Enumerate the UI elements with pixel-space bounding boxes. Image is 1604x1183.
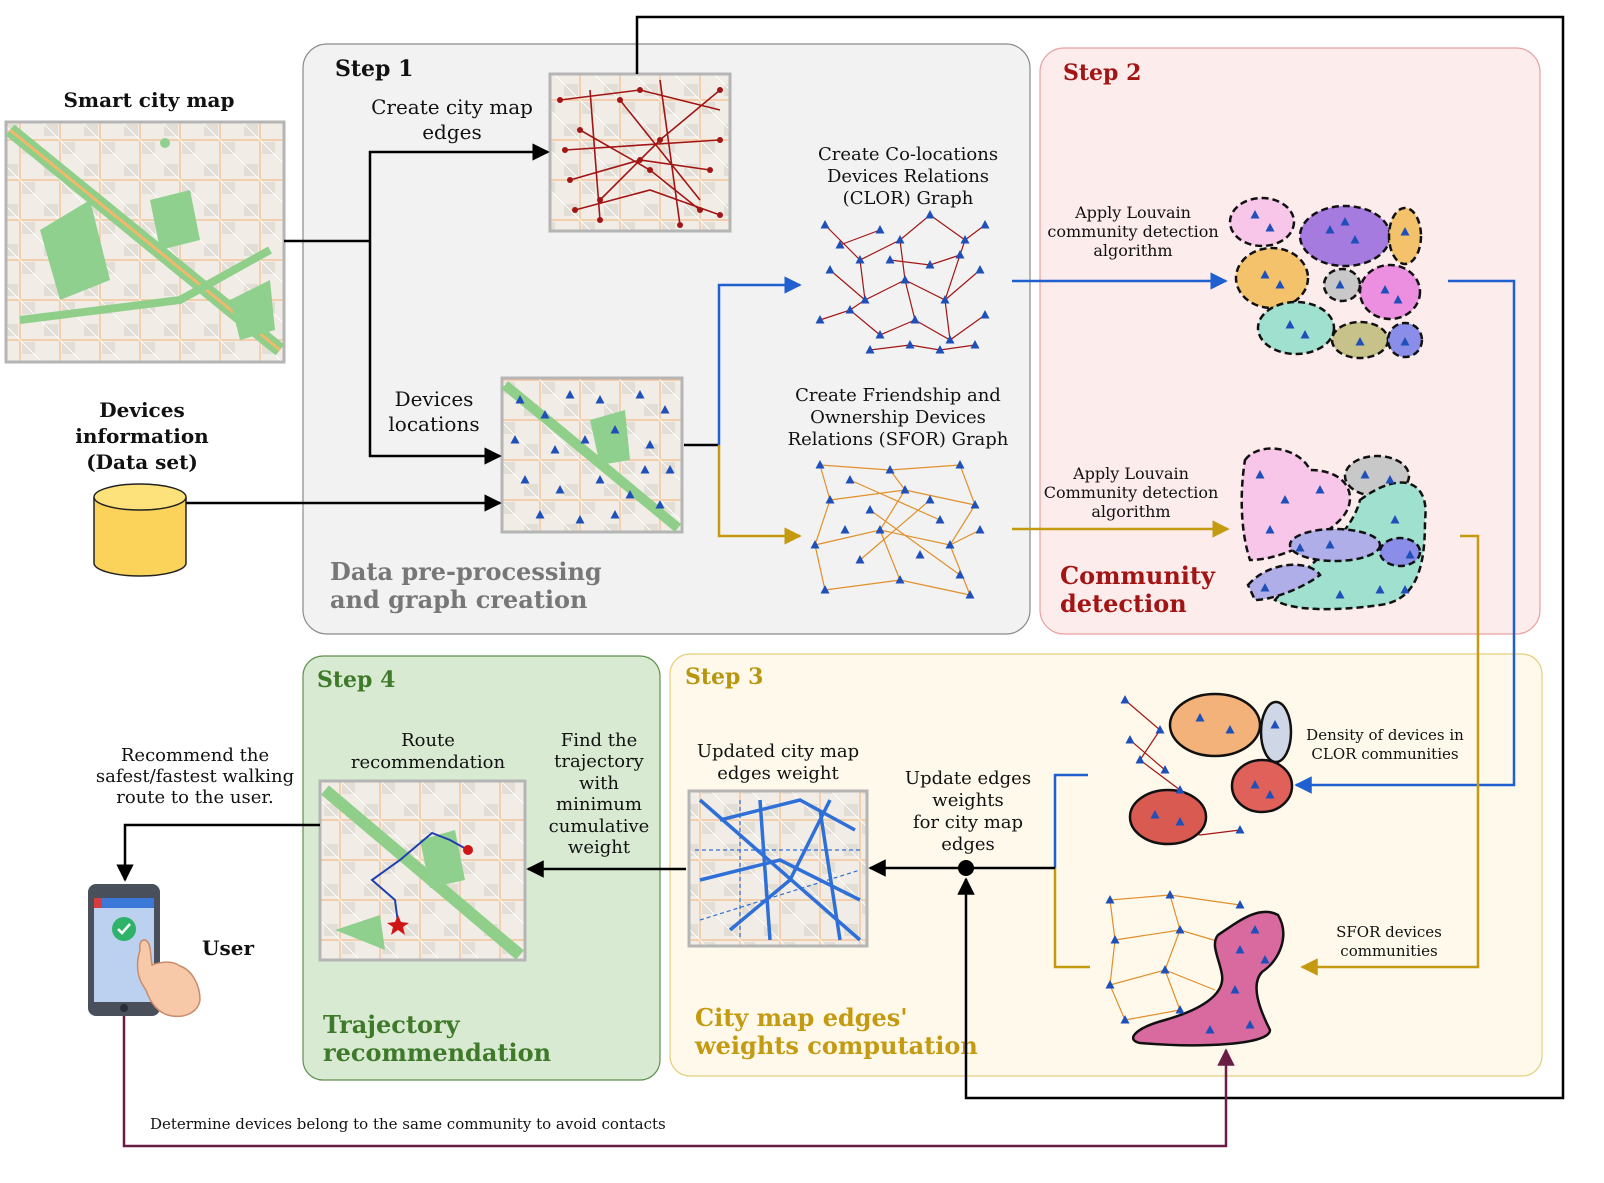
connector-map-to-locations: [368, 241, 502, 465]
step4-title: Step 4: [317, 667, 395, 693]
devices-info-title-line1: Devices: [99, 398, 184, 422]
step2-caption-line2: detection: [1060, 589, 1187, 618]
louvain-sfor-label-line2: Community detection: [1044, 483, 1219, 502]
step1-caption-line2: and graph creation: [330, 585, 587, 614]
step2-title: Step 2: [1063, 60, 1141, 86]
sfor-graph-label-line1: Create Friendship and: [795, 385, 1001, 406]
find-trajectory-label-line2: trajectory: [554, 751, 645, 772]
smart-city-map-thumbnail: [4, 120, 286, 364]
update-edges-label-line3: for city map: [913, 812, 1023, 833]
connector-edges-loop: [635, 15, 1565, 1100]
step2-caption-line1: Community: [1060, 561, 1216, 590]
route-rec-label-line1: Route: [401, 730, 455, 751]
route-rec-label-line2: recommendation: [351, 752, 506, 773]
connector-sfor-communities-to-density: [1300, 534, 1480, 976]
step1-title: Step 1: [335, 56, 413, 82]
clor-density-label-line1: Density of devices in: [1306, 726, 1464, 744]
update-edges-label-line1: Update edges: [905, 768, 1031, 789]
sfor-communities-label-line1: SFOR devices: [1336, 923, 1442, 941]
connector-user-feedback: [122, 1016, 1235, 1148]
step3-caption-line2: weights computation: [694, 1031, 978, 1060]
connector-clor-density-out: [1053, 773, 1088, 868]
step3-title: Step 3: [685, 664, 763, 690]
louvain-sfor-label-line3: algorithm: [1091, 502, 1170, 521]
devices-locations-thumbnail: [500, 376, 684, 534]
recommend-label-line3: route to the user.: [116, 787, 273, 808]
find-trajectory-label-line5: cumulative: [549, 816, 650, 837]
step4-caption-line2: recommendation: [323, 1038, 551, 1067]
sfor-graph: [810, 460, 985, 599]
step1-caption-line1: Data pre-processing: [330, 557, 602, 586]
devices-locations-label-line2: locations: [388, 412, 479, 436]
clor-density-label-line2: CLOR communities: [1311, 745, 1458, 763]
devices-info-title-line2: information: [75, 424, 209, 448]
find-trajectory-label-line6: weight: [568, 837, 631, 858]
update-edges-label-line2: weights: [932, 790, 1003, 811]
connector-sfor-density-out: [1053, 868, 1090, 969]
smart-city-map-title: Smart city map: [63, 88, 234, 112]
city-map-edges-thumbnail: [548, 72, 732, 233]
connector-route-to-user: [116, 823, 320, 882]
sfor-graph-label-line2: Ownership Devices: [810, 407, 986, 428]
clor-density-graph: [1120, 692, 1294, 846]
hand-pointer-icon: [136, 939, 201, 1018]
weighted-city-map-thumbnail: [687, 789, 869, 948]
recommend-label-line1: Recommend the: [121, 745, 269, 766]
connector-to-clor: [717, 276, 802, 445]
destination-marker-icon: [463, 845, 473, 855]
check-icon: [112, 917, 136, 941]
devices-locations-label-line1: Devices: [395, 387, 474, 411]
create-edges-label-line1: Create city map: [371, 95, 533, 119]
clor-communities: [1228, 196, 1424, 360]
find-trajectory-label-line1: Find the: [561, 730, 638, 751]
find-trajectory-label-line3: with: [579, 773, 619, 794]
step1-panel: [302, 43, 1031, 635]
clor-graph-label-line1: Create Co-locations: [818, 144, 998, 165]
clor-graph-label-line2: Devices Relations: [827, 166, 989, 187]
devices-info-title-line3: (Data set): [86, 450, 198, 474]
clor-graph-label-line3: (CLOR) Graph: [843, 188, 974, 209]
updated-weights-label-line2: edges weight: [717, 763, 839, 784]
step4-caption-line1: Trajectory: [323, 1010, 461, 1039]
update-junction-node: [958, 860, 974, 876]
feedback-label: Determine devices belong to the same com…: [150, 1115, 666, 1133]
star-marker-icon: [387, 915, 409, 935]
louvain-clor-label-line1: Apply Louvain: [1074, 203, 1191, 222]
find-trajectory-label-line4: minimum: [556, 794, 642, 815]
recommend-label-line2: safest/fastest walking: [96, 766, 294, 787]
connector-clor-communities-to-density: [1294, 279, 1516, 794]
connector-map-to-edges: [368, 143, 550, 241]
louvain-clor-label-line2: community detection: [1047, 222, 1218, 241]
louvain-clor-label-line3: algorithm: [1093, 241, 1172, 260]
louvain-sfor-label-line1: Apply Louvain: [1072, 464, 1189, 483]
step3-caption-line1: City map edges': [695, 1003, 908, 1032]
database-cylinder-icon: [93, 483, 187, 577]
create-edges-label-line2: edges: [422, 120, 482, 144]
user-label: User: [202, 936, 254, 960]
updated-weights-label-line1: Updated city map: [697, 741, 859, 762]
route-map-thumbnail: [318, 779, 527, 962]
sfor-graph-label-line3: Relations (SFOR) Graph: [788, 429, 1009, 450]
sfor-density-graph: [1105, 890, 1285, 1047]
connector-to-sfor: [717, 445, 802, 545]
sfor-communities-label-line2: communities: [1340, 942, 1437, 960]
clor-graph: [815, 210, 990, 354]
step3-panel: [669, 653, 1543, 1077]
update-edges-label-line4: edges: [941, 834, 995, 855]
